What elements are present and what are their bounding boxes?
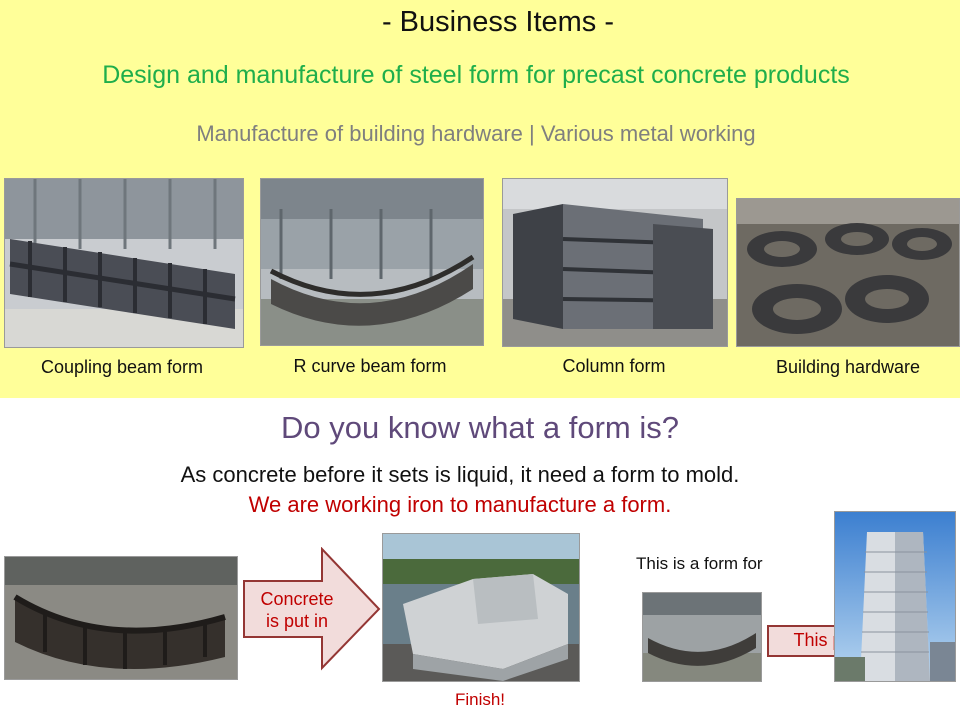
form-question: Do you know what a form is? [280,410,679,445]
caption-column-form: Column form [562,356,666,376]
building-hardware-photo [736,198,960,347]
page-subtitle: Design and manufacture of steel form for… [102,61,850,89]
arrow-text-line2: is put in [265,611,329,631]
secondary-line: Manufacture of building hardware | Vario… [196,121,756,146]
caption-r-curve-beam-form: R curve beam form [293,356,447,376]
arrow-text-line1: Concrete [260,589,334,609]
finished-concrete-photo [382,533,580,682]
form-for-label: This is a form for [636,554,763,573]
concrete-put-in-arrow: Concrete is put in [242,546,382,671]
small-form-photo [642,592,762,682]
caption-coupling-beam-form: Coupling beam form [40,357,204,377]
column-form-photo [502,178,728,347]
page-title: - Business Items - [381,6,615,38]
explanation-line: As concrete before it sets is liquid, it… [180,462,740,487]
r-curve-beam-form-photo [260,178,484,346]
emphasis-line: We are working iron to manufacture a for… [248,492,672,517]
caption-building-hardware: Building hardware [775,357,921,377]
finish-label: Finish! [454,690,506,709]
high-rise-building-photo [834,511,956,682]
coupling-beam-form-photo [4,178,244,348]
steel-form-photo [4,556,238,680]
